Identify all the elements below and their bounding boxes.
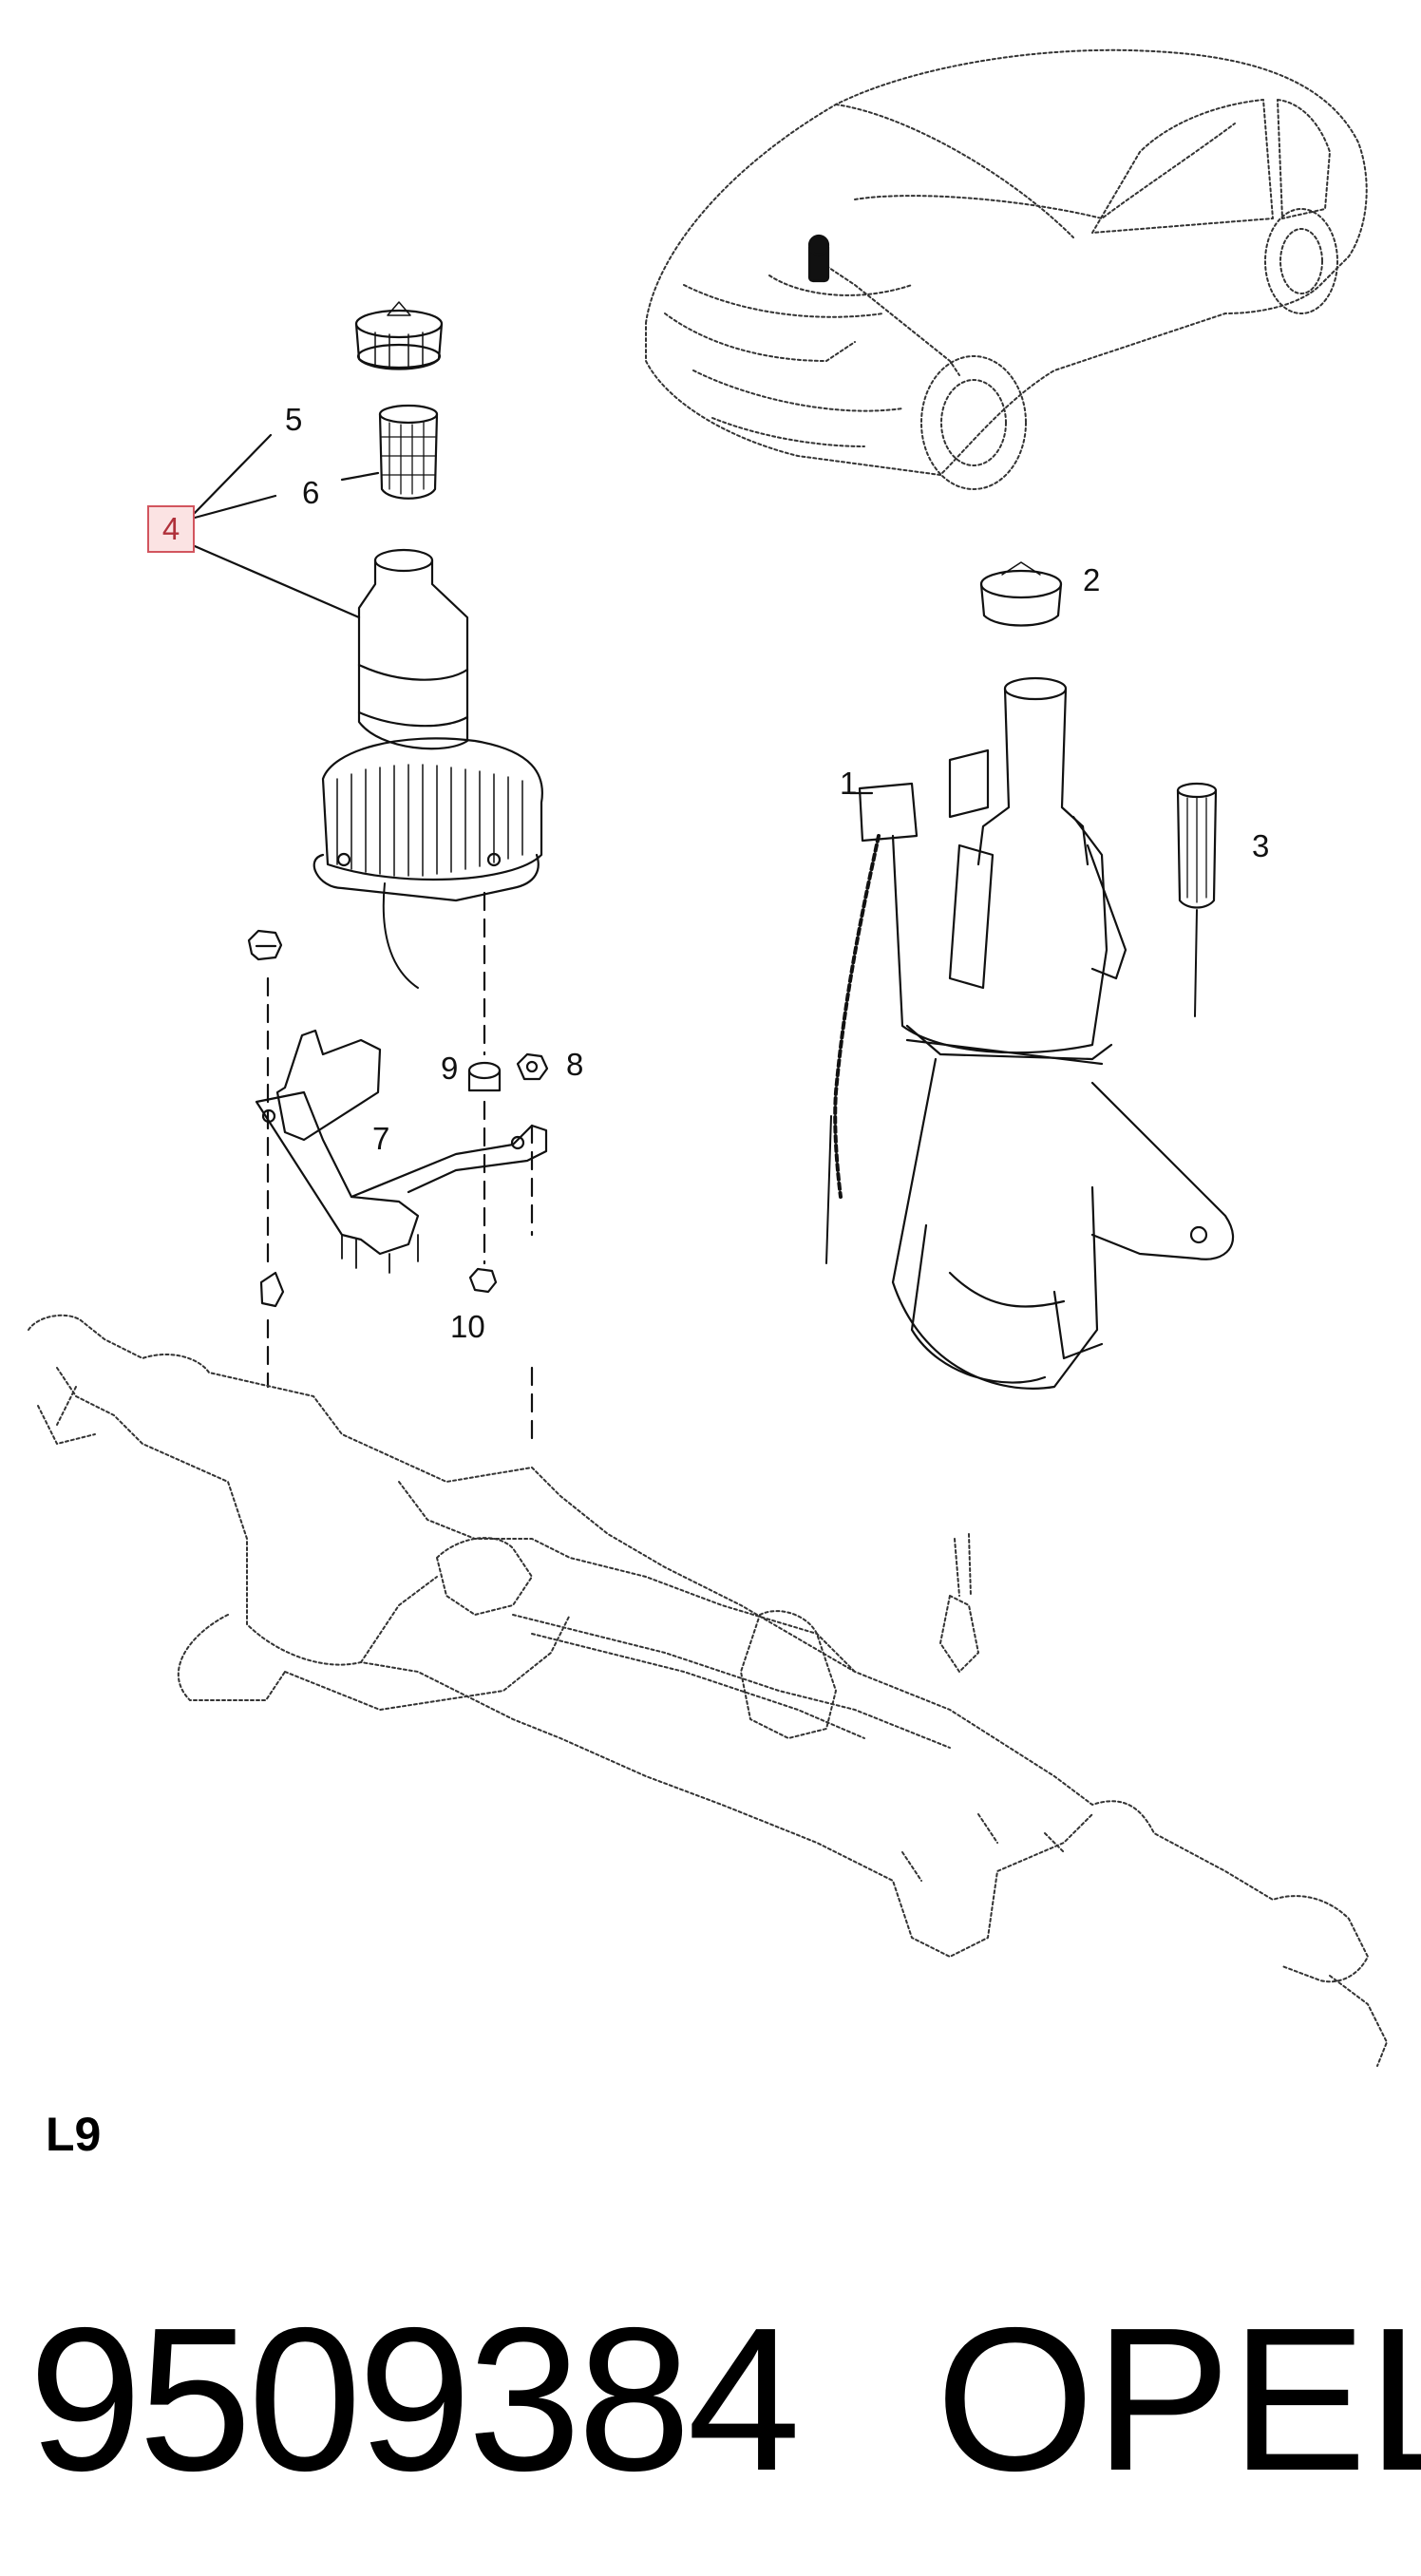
callout-3: 3 — [1252, 828, 1270, 863]
callout-7: 7 — [372, 1121, 390, 1156]
callout-5: 5 — [285, 402, 303, 437]
callout-1: 1 — [840, 766, 858, 801]
callout-4-highlighted[interactable]: 4 — [147, 505, 195, 553]
callout-2: 2 — [1083, 562, 1101, 597]
brand-name: OPEL — [936, 2284, 1421, 2513]
section-code: L9 — [46, 2108, 102, 2161]
callout-6: 6 — [302, 475, 320, 510]
car-engine-marker — [807, 234, 830, 283]
bracket-assembly — [247, 929, 549, 1308]
callout-9: 9 — [441, 1051, 459, 1086]
reservoir-assembly-large — [825, 561, 1235, 1390]
reservoir-assembly-small — [313, 301, 543, 989]
callout-8: 8 — [566, 1047, 584, 1082]
steering-rack-illustration — [28, 1314, 1388, 2067]
part-number: 9509384 — [28, 2284, 801, 2513]
callout-10: 10 — [450, 1309, 485, 1344]
leader-lines — [193, 433, 874, 795]
car-illustration — [645, 48, 1368, 490]
assembly-lines — [266, 891, 534, 1446]
